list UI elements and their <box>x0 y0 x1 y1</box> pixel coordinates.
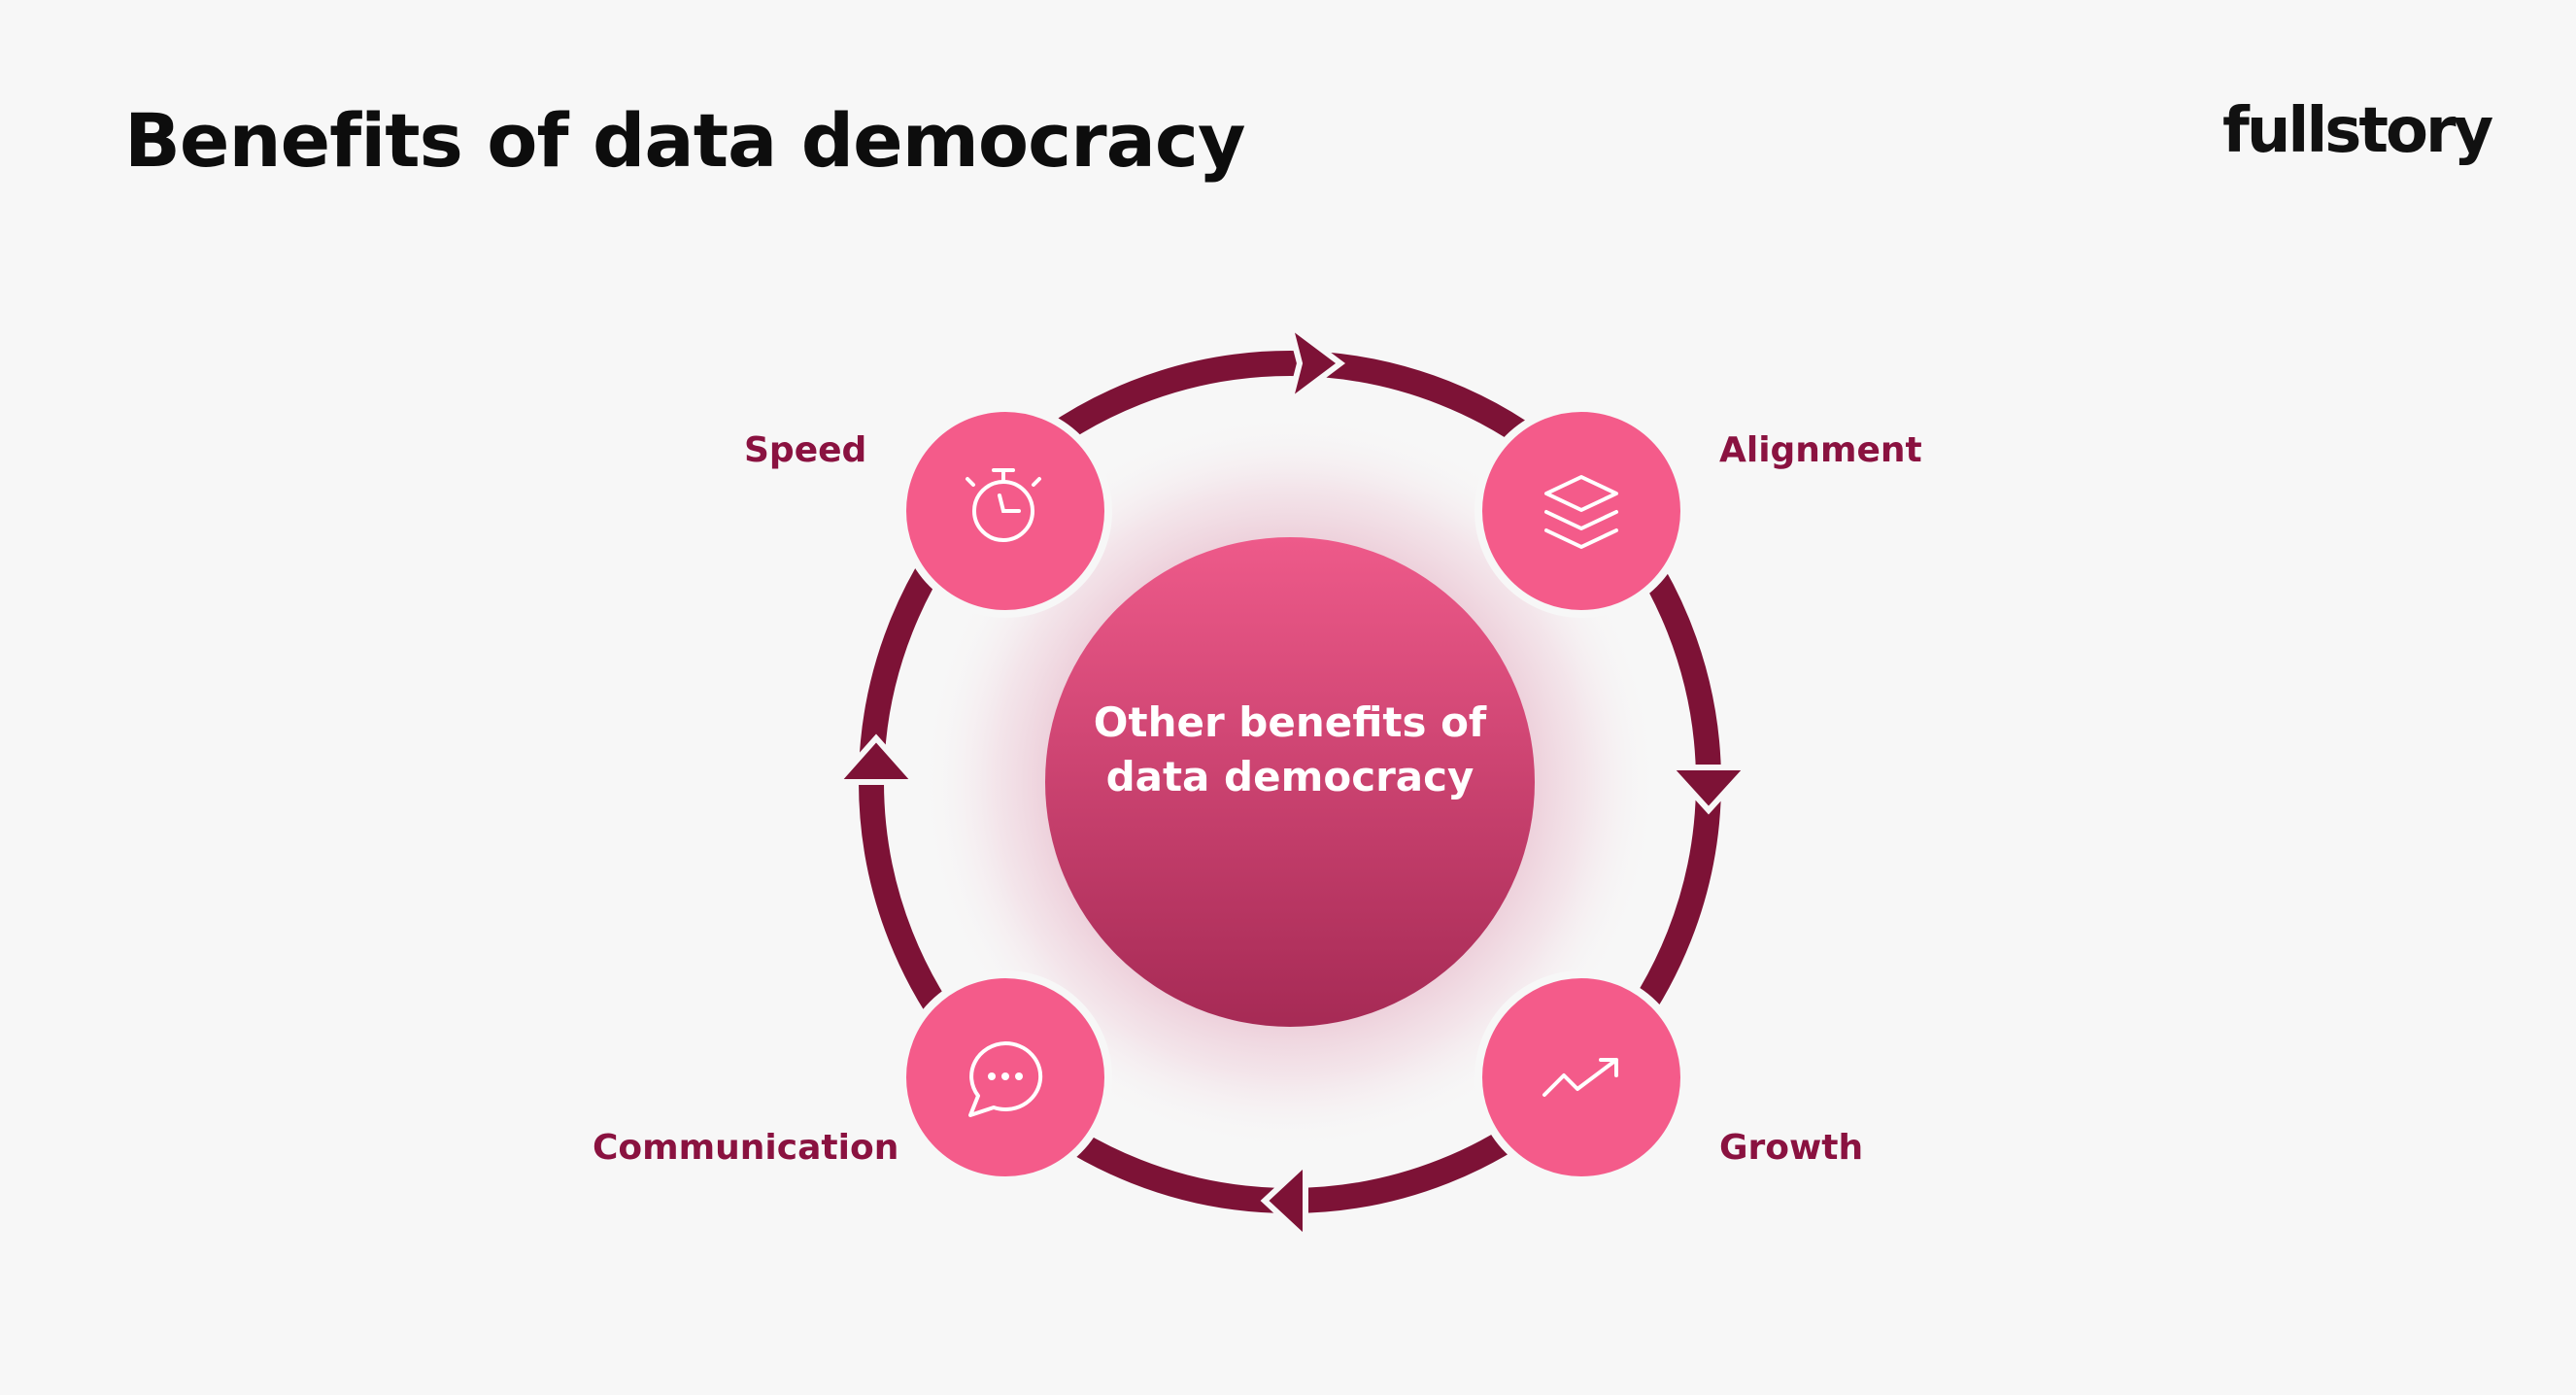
label-alignment: Alignment <box>1719 430 1922 470</box>
page-title: Benefits of data democracy <box>124 97 1246 184</box>
fullstory-logo: fullstory <box>2222 95 2493 167</box>
center-circle <box>1045 537 1535 1027</box>
node-communication <box>898 970 1112 1184</box>
node-growth <box>1474 970 1688 1184</box>
node-speed <box>898 404 1112 618</box>
label-speed: Speed <box>744 430 867 470</box>
label-communication: Communication <box>593 1128 899 1168</box>
center-label: Other benefits of data democracy <box>1093 698 1487 800</box>
trend-up-icon <box>1542 1058 1618 1097</box>
arrow-down-icon <box>1663 765 1754 815</box>
stopwatch-icon <box>966 468 1041 542</box>
chat-bubble-icon <box>968 1040 1043 1117</box>
arrow-right-icon <box>1284 318 1345 409</box>
layers-icon <box>1544 475 1618 549</box>
label-growth: Growth <box>1719 1128 1864 1168</box>
arrow-left-icon <box>1260 1156 1308 1245</box>
arrow-up-icon <box>830 733 922 785</box>
node-alignment <box>1474 404 1688 618</box>
